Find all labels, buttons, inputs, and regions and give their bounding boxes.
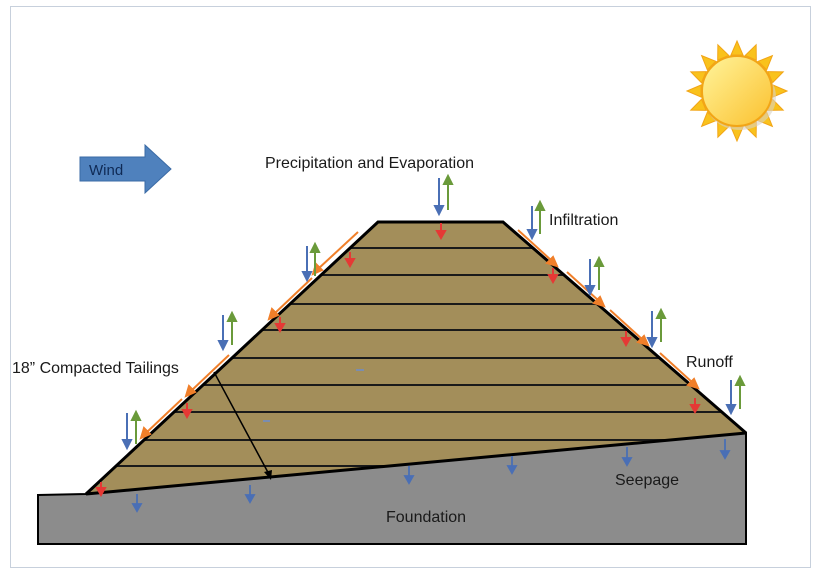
wind-arrow-icon — [79, 143, 172, 195]
precipitation-label: Precipitation and Evaporation — [265, 155, 474, 172]
infiltration-label: Infiltration — [549, 212, 618, 229]
diagram-frame — [10, 6, 811, 568]
dam-base-line — [85, 431, 747, 496]
compacted-tailings-label: 18” Compacted Tailings — [12, 360, 179, 377]
dam-outline — [84, 220, 747, 496]
foundation-label: Foundation — [386, 509, 466, 526]
sun-icon — [685, 39, 789, 143]
precip-evap-arrows — [121, 173, 746, 451]
compacted-pointer-line — [213, 371, 272, 479]
foundation-shape — [37, 431, 747, 545]
infiltration-arrows — [95, 223, 701, 498]
compacted-pointer-arrowhead — [264, 470, 272, 480]
seepage-label: Seepage — [615, 472, 679, 489]
runoff-arrows — [139, 229, 700, 440]
wind-label: Wind — [89, 162, 123, 179]
runoff-label: Runoff — [686, 354, 733, 371]
seepage-arrows — [131, 439, 731, 513]
